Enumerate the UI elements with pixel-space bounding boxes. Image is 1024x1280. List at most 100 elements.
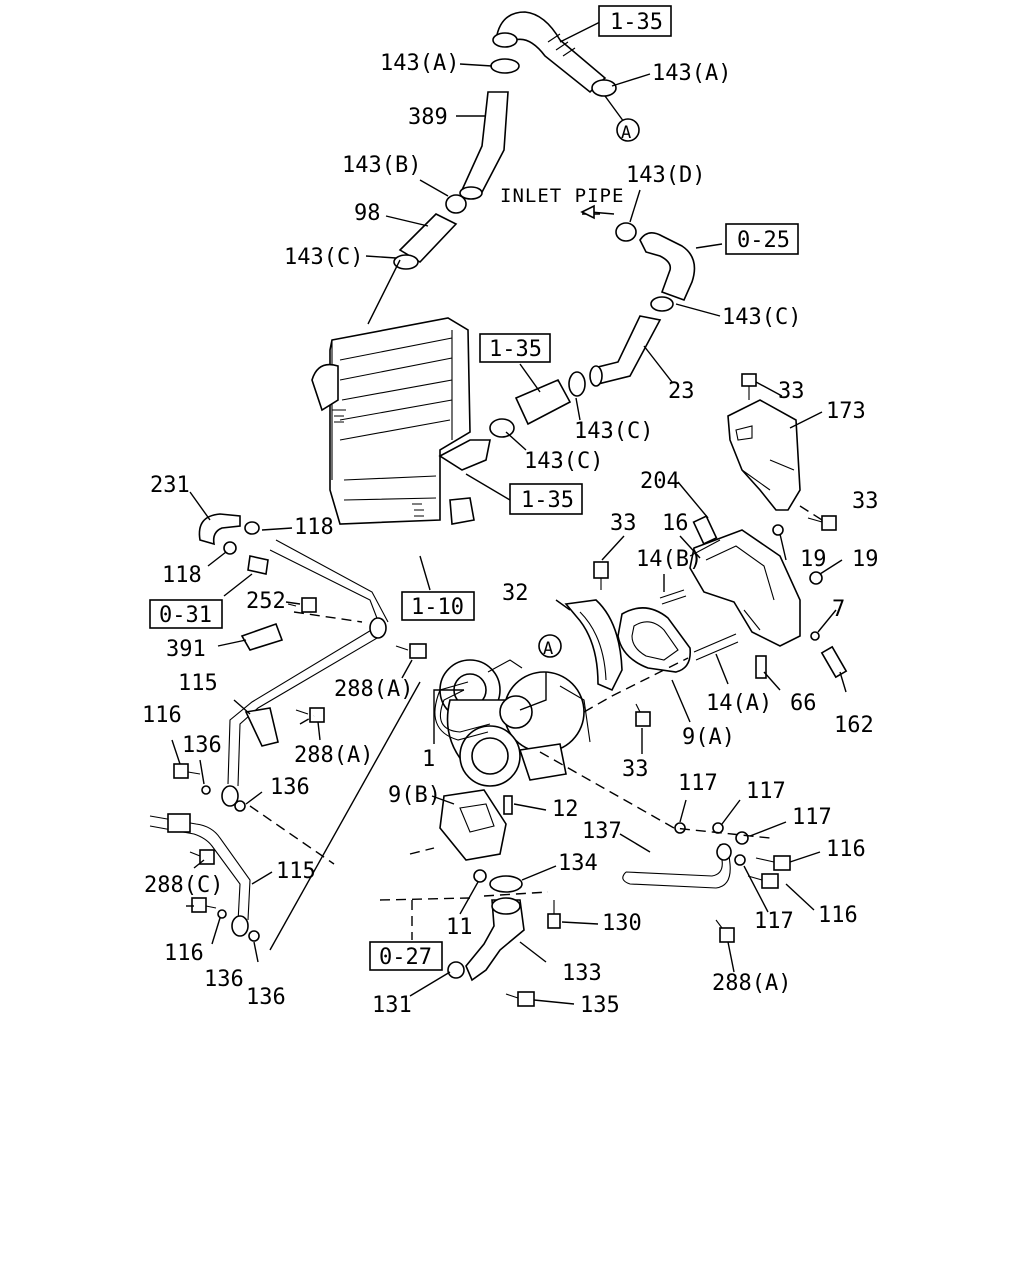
clamp-143a-right xyxy=(591,79,617,97)
dashed-lines xyxy=(249,505,823,940)
label-143d: 143(D) xyxy=(626,163,705,188)
bolt-33-right xyxy=(807,515,837,531)
bracket-173-detail xyxy=(735,425,795,491)
stud-14a xyxy=(693,633,739,661)
hose-0-25 xyxy=(639,232,696,302)
ref-label-2: 0-25 xyxy=(737,228,790,253)
fitting-0-31 xyxy=(247,555,269,575)
hose-98 xyxy=(398,213,458,264)
label-32: 32 xyxy=(502,581,529,606)
bolt-288a-low xyxy=(715,919,735,943)
label-1: 1 xyxy=(422,747,435,772)
label-143c-3: 143(C) xyxy=(574,419,653,444)
label-117-c: 117 xyxy=(792,805,832,830)
inlet-arrow-head xyxy=(580,204,595,220)
washer-117-d xyxy=(734,854,746,866)
label-136-a: 136 xyxy=(182,733,222,758)
ref-box-5[interactable] xyxy=(149,599,223,629)
label-288a-3: 288(A) xyxy=(712,971,791,996)
bracket-391 xyxy=(240,622,284,651)
label-115-top: 115 xyxy=(178,671,218,696)
label-115-bottom: 115 xyxy=(276,859,316,884)
circle-a-top xyxy=(616,118,640,142)
label-116-r2: 116 xyxy=(818,903,858,928)
ref-box-6[interactable] xyxy=(401,591,475,621)
ref-box-2[interactable] xyxy=(725,223,799,255)
exhaust-elbow-16 xyxy=(689,529,801,647)
label-9a: 9(A) xyxy=(682,725,735,750)
leader-long xyxy=(269,681,421,951)
clamp-143c-right xyxy=(650,296,674,312)
washer-117-b xyxy=(712,822,724,834)
label-116-r1: 116 xyxy=(826,837,866,862)
label-136-d: 136 xyxy=(246,985,286,1010)
bolt-288a-top xyxy=(395,643,427,659)
ref-box-4[interactable] xyxy=(509,483,583,515)
label-204: 204 xyxy=(640,469,680,494)
ref-label-5: 0-31 xyxy=(159,603,212,628)
label-136-c: 136 xyxy=(204,967,244,992)
gasket-9b-inner xyxy=(459,803,495,833)
pipe-389-end xyxy=(459,186,483,200)
washer-11 xyxy=(473,869,487,883)
label-231: 231 xyxy=(150,473,190,498)
label-19-b: 19 xyxy=(852,547,879,572)
label-288c: 288(C) xyxy=(144,873,223,898)
label-inlet-pipe: INLET PIPE xyxy=(500,185,624,207)
return-pipe-133-top xyxy=(491,897,521,915)
circle-a-mid xyxy=(538,634,562,658)
label-136-b: 136 xyxy=(270,775,310,800)
nut-19-b xyxy=(809,571,823,585)
label-23: 23 xyxy=(668,379,695,404)
bolt-130 xyxy=(547,900,561,929)
circle-a-top-label: A xyxy=(621,123,631,143)
label-117-d: 117 xyxy=(754,909,794,934)
label-143a-left: 143(A) xyxy=(380,51,459,76)
spacer-204 xyxy=(692,515,718,545)
pipe-115-fitting xyxy=(369,617,387,639)
label-14a: 14(A) xyxy=(706,691,772,716)
washer-7 xyxy=(810,631,820,641)
clamp-143d xyxy=(615,222,637,242)
pipe-389 xyxy=(460,91,509,197)
bolt-288a-mid xyxy=(295,707,325,723)
label-33-right: 33 xyxy=(852,489,879,514)
label-143b: 143(B) xyxy=(342,153,421,178)
label-134: 134 xyxy=(558,851,598,876)
ref-box-3[interactable] xyxy=(479,333,551,363)
pipe-115-upper xyxy=(227,539,389,787)
label-135: 135 xyxy=(580,993,620,1018)
bolt-116-right-a xyxy=(755,855,791,871)
label-252: 252 xyxy=(246,589,286,614)
label-9b: 9(B) xyxy=(388,783,441,808)
gasket-131 xyxy=(447,961,465,979)
label-162: 162 xyxy=(834,713,874,738)
ref-label-6: 1-10 xyxy=(411,595,464,620)
label-118-top: 118 xyxy=(294,515,334,540)
label-143a-right: 143(A) xyxy=(652,61,731,86)
bolt-116-left xyxy=(173,763,201,779)
ref-box-1[interactable] xyxy=(598,5,672,37)
turbocharger xyxy=(439,659,591,787)
actuator-hose-1b xyxy=(434,681,489,741)
hose-231 xyxy=(198,513,241,546)
ref-box-7[interactable] xyxy=(369,941,443,971)
label-288a-2: 288(A) xyxy=(294,743,373,768)
label-117-a: 117 xyxy=(678,771,718,796)
label-11: 11 xyxy=(446,915,473,940)
label-16: 16 xyxy=(662,511,689,536)
label-143c-4: 143(C) xyxy=(524,449,603,474)
washer-136-c xyxy=(217,909,227,919)
upper-air-hose xyxy=(492,11,607,94)
label-33-low: 33 xyxy=(622,757,649,782)
label-117-b: 117 xyxy=(746,779,786,804)
label-14b: 14(B) xyxy=(636,547,702,572)
washer-136-d xyxy=(248,930,260,942)
label-33-top: 33 xyxy=(778,379,805,404)
bracket-173 xyxy=(727,399,801,511)
clamp-143c-lower xyxy=(489,418,515,438)
label-133: 133 xyxy=(562,961,602,986)
actuator-hose-1 xyxy=(439,689,491,733)
label-7: 7 xyxy=(832,597,845,622)
